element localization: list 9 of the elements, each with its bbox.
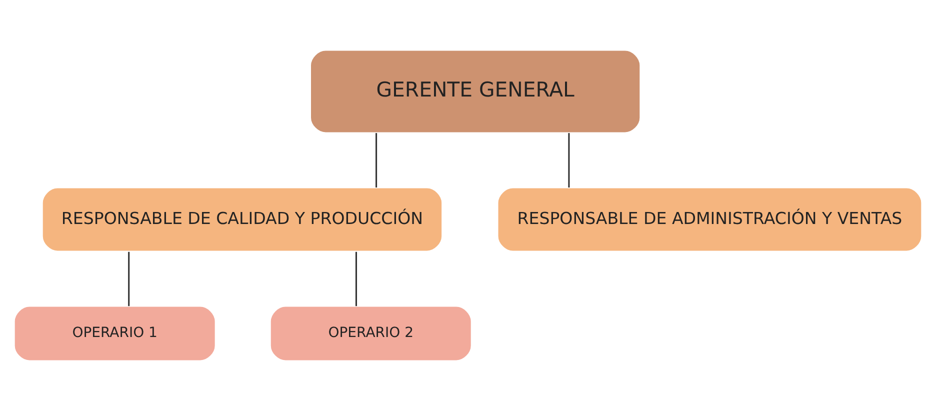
node-box: OPERARIO 2 [270,306,472,362]
node-box: GERENTE GENERAL [310,49,641,134]
connector [568,133,570,188]
node-box: OPERARIO 1 [14,306,216,362]
node-box: RESPONSABLE DE ADMINISTRACIÓN Y VENTAS [496,187,922,252]
node-box: RESPONSABLE DE CALIDAD Y PRODUCCIÓN [42,187,443,252]
connector [128,252,130,306]
connector [355,252,357,306]
connector [376,133,378,188]
